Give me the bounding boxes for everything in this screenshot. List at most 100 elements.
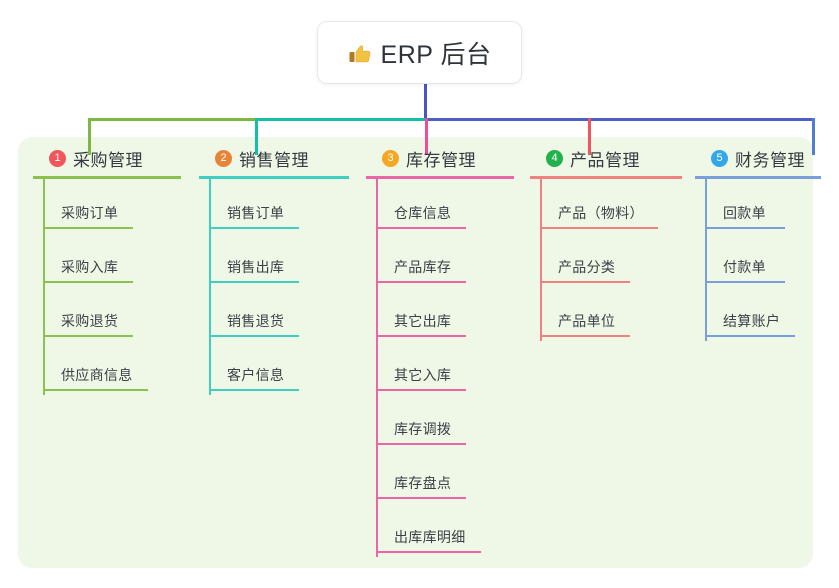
leaf-item[interactable]: 产品库存 [366,233,514,287]
leaf-item[interactable]: 产品（物料） [530,179,682,233]
column-underline-3 [366,176,514,179]
column-underline-1 [33,176,181,179]
leaf-item-rule [376,497,466,499]
root-node[interactable]: ERP 后台 [317,21,522,84]
leaf-item-rule [43,389,148,391]
leaf-item[interactable]: 库存调拨 [366,395,514,449]
connector-bar-blue [425,118,815,121]
leaf-item-rule [209,227,299,229]
leaf-item-rule [209,389,299,391]
column-badge-1: 1 [49,149,66,167]
leaf-item[interactable]: 产品单位 [530,287,682,341]
leaf-item-rule [376,389,466,391]
leaf-item-rule [705,227,785,229]
leaf-item-label: 销售退货 [227,313,285,329]
diagram-panel [18,137,813,568]
leaf-item[interactable]: 付款单 [695,233,821,287]
leaf-item-label: 出库库明细 [394,529,466,545]
root-node-label: ERP 后台 [348,35,492,71]
column-header-2[interactable]: 2 销售管理 [199,145,349,171]
leaf-item-rule [376,281,466,283]
leaf-item-rule [540,335,630,337]
column-body-4: 产品（物料） 产品分类产品单位 [530,179,682,341]
thumbs-up-icon [348,42,372,66]
leaf-item-label: 产品库存 [394,259,452,275]
leaf-item-rule [209,335,299,337]
column-spine-3 [376,179,378,557]
leaf-item-label: 产品单位 [558,313,616,329]
column-title-1: 采购管理 [73,150,143,170]
leaf-item-label: 回款单 [723,205,766,221]
column-underline-2 [199,176,349,179]
column-title-5: 财务管理 [735,150,805,170]
leaf-item[interactable]: 其它入库 [366,341,514,395]
leaf-item[interactable]: 产品分类 [530,233,682,287]
leaf-item-rule [209,281,299,283]
leaf-item-label: 仓库信息 [394,205,452,221]
leaf-item-label: 采购订单 [61,205,119,221]
leaf-item[interactable]: 销售退货 [199,287,349,341]
leaf-item[interactable]: 销售出库 [199,233,349,287]
column-spine-2 [209,179,211,395]
column-title-4: 产品管理 [570,150,640,170]
leaf-item[interactable]: 客户信息 [199,341,349,395]
connector-drop-sales [255,118,258,155]
leaf-item[interactable]: 其它出库 [366,287,514,341]
column-spine-1 [43,179,45,395]
leaf-item[interactable]: 采购入库 [33,233,181,287]
leaf-item-label: 产品分类 [558,259,616,275]
leaf-item-label: 客户信息 [227,367,285,383]
leaf-item[interactable]: 库存盘点 [366,449,514,503]
connector-drop-purchasing [88,118,91,155]
connector-bar-green [88,118,258,121]
column-header-4[interactable]: 4 产品管理 [530,145,682,171]
leaf-item[interactable]: 供应商信息 [33,341,181,395]
column-2: 2 销售管理销售订单销售出库销售退货客户信息 [199,145,349,395]
leaf-item[interactable]: 采购订单 [33,179,181,233]
column-underline-4 [530,176,682,179]
leaf-item[interactable]: 结算账户 [695,287,821,341]
leaf-item-rule [540,281,630,283]
connector-drop-finance [812,118,815,155]
leaf-item-label: 采购退货 [61,313,119,329]
leaf-item-rule [540,227,658,229]
column-badge-2: 2 [215,149,232,167]
leaf-item[interactable]: 销售订单 [199,179,349,233]
column-spine-4 [540,179,542,341]
leaf-item-rule [376,551,481,553]
leaf-item-label: 销售订单 [227,205,285,221]
column-body-3: 仓库信息产品库存其它出库其它入库库存调拨库存盘点出库库明细 [366,179,514,557]
connector-trunk [424,84,427,121]
column-4: 4 产品管理产品（物料） 产品分类产品单位 [530,145,682,341]
leaf-item-label: 付款单 [723,259,766,275]
connector-drop-product [588,118,591,155]
leaf-item[interactable]: 出库库明细 [366,503,514,557]
connector-drop-inventory [425,118,428,155]
leaf-item-rule [43,335,133,337]
column-header-5[interactable]: 5 财务管理 [695,145,821,171]
leaf-item-label: 库存盘点 [394,475,452,491]
leaf-item-label: 结算账户 [723,313,781,329]
column-spine-5 [705,179,707,341]
leaf-item[interactable]: 采购退货 [33,287,181,341]
column-badge-4: 4 [546,149,563,167]
column-5: 5 财务管理回款单付款单结算账户 [695,145,821,341]
column-badge-3: 3 [382,149,399,167]
leaf-item[interactable]: 仓库信息 [366,179,514,233]
column-header-1[interactable]: 1 采购管理 [33,145,181,171]
leaf-item-label: 产品（物料） [558,205,644,221]
root-node-text: ERP 后台 [380,40,492,69]
leaf-item[interactable]: 回款单 [695,179,821,233]
leaf-item-label: 库存调拨 [394,421,452,437]
column-body-1: 采购订单采购入库采购退货供应商信息 [33,179,181,395]
connector-bar-teal [255,118,428,121]
column-badge-5: 5 [711,149,728,167]
leaf-item-rule [376,443,466,445]
leaf-item-rule [43,227,133,229]
column-body-2: 销售订单销售出库销售退货客户信息 [199,179,349,395]
leaf-item-rule [705,335,795,337]
column-title-2: 销售管理 [239,150,309,170]
leaf-item-label: 其它出库 [394,313,452,329]
column-1: 1 采购管理采购订单采购入库采购退货供应商信息 [33,145,181,395]
